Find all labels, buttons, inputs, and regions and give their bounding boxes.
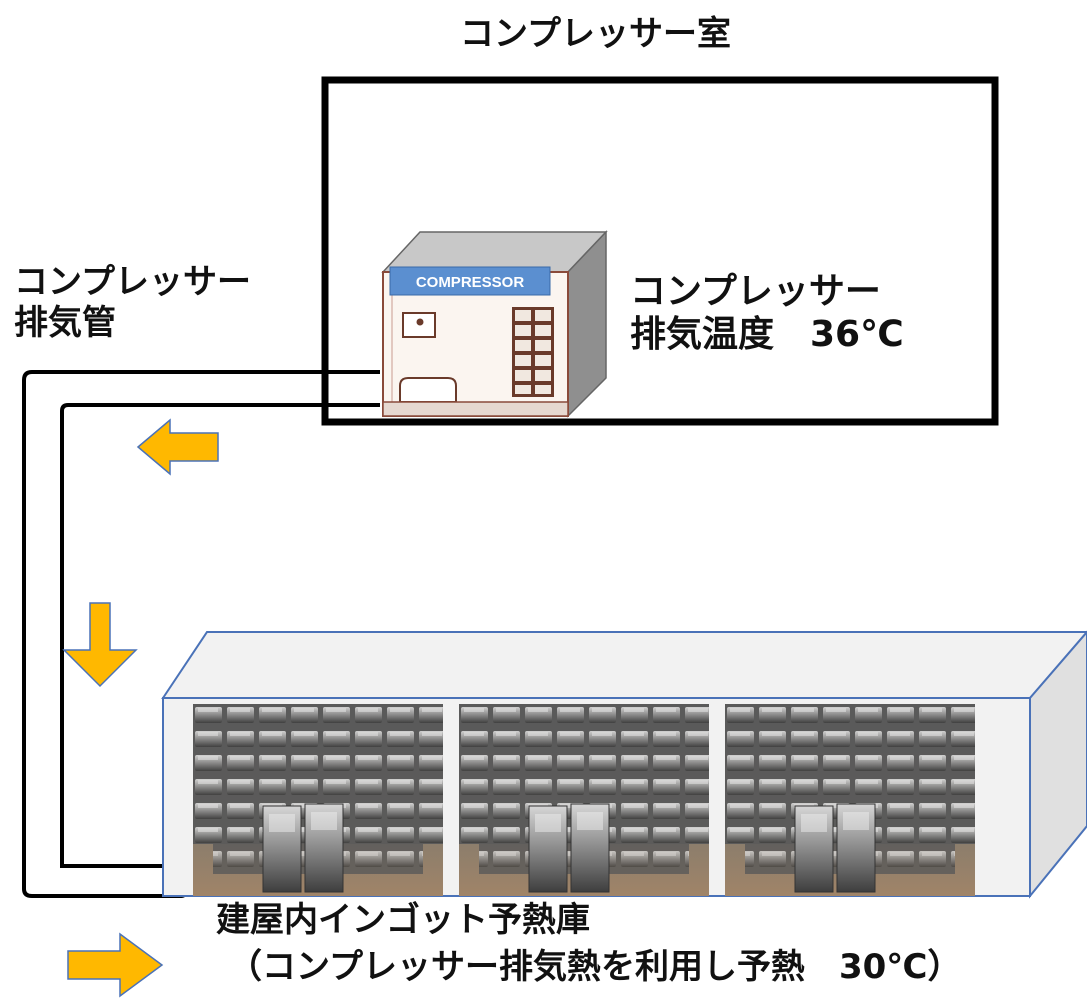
compressor-unit: COMPRESSOR [381,230,608,418]
ingot-photo-2 [458,703,710,897]
compressor-badge [389,266,551,296]
arrow-down [62,602,138,688]
preheat-storage [161,630,1087,899]
arrow-left [136,418,219,476]
storage-subtitle: （コンプレッサー排気熱を利用し予熱 30℃） [228,947,962,987]
pipe-label-line2: 排気管 [14,302,116,343]
compressor-badge-text: COMPRESSOR [416,274,525,291]
temp-label-line2: 排気温度 36℃ [630,314,904,356]
ingot-photo-1 [192,703,444,897]
temp-label-line1: コンプレッサー [630,271,881,312]
storage-title: 建屋内インゴット予熱庫 [216,900,590,940]
room-title: コンプレッサー室 [460,14,731,54]
arrow-right [67,932,164,998]
ingot-photo-3 [724,703,976,897]
pipe-label-line1: コンプレッサー [14,262,251,302]
exhaust-temp-label: コンプレッサー 排気温度 36℃ [630,270,904,356]
exhaust-pipe [22,370,380,898]
pipe-label: コンプレッサー 排気管 [14,262,251,344]
compressor-room [321,76,999,426]
